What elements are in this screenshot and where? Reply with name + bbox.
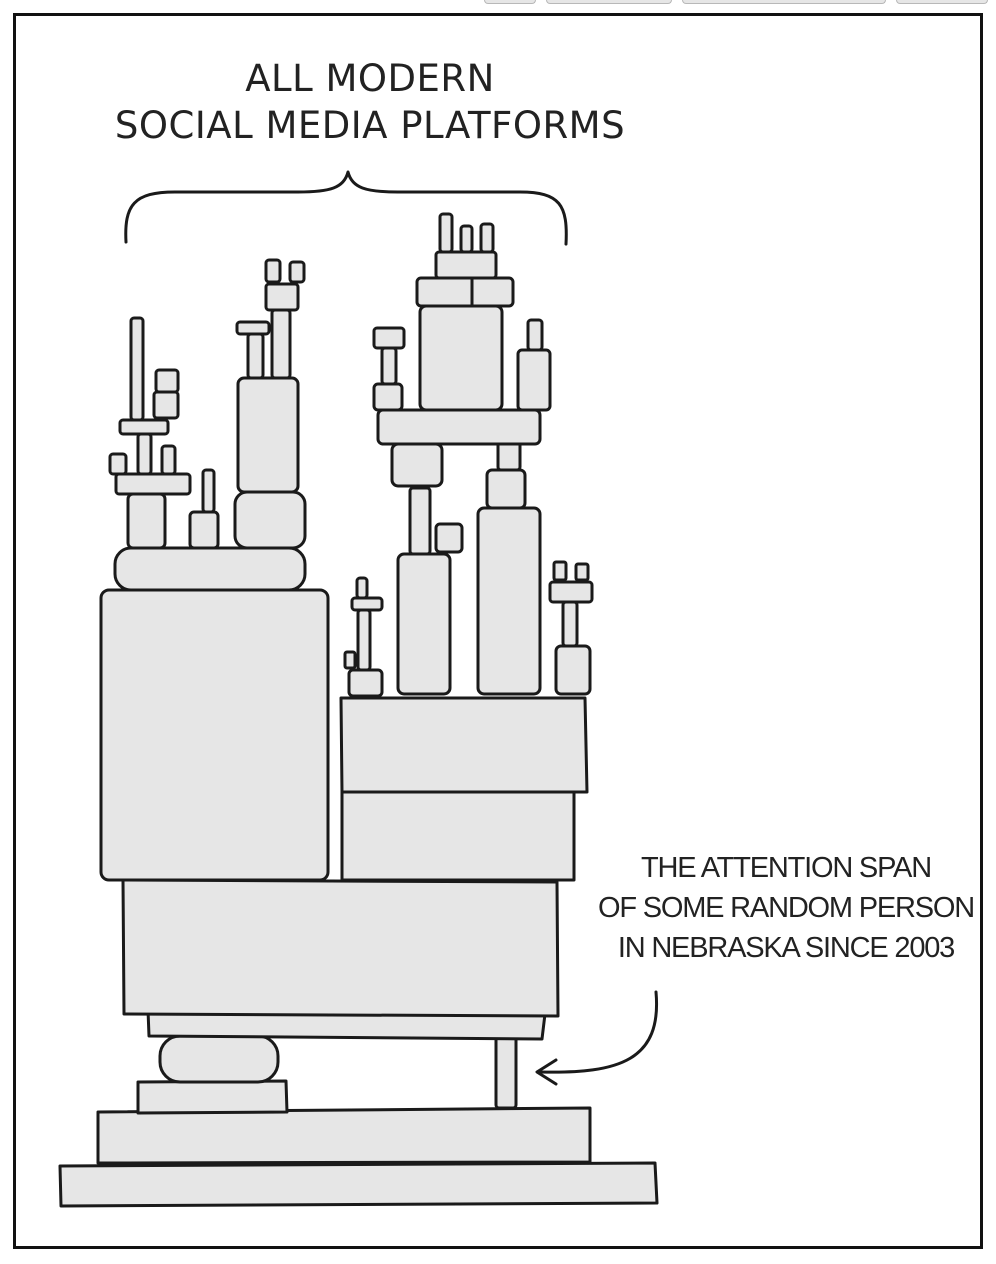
annotation: THE ATTENTION SPAN OF SOME RANDOM PERSON… xyxy=(588,848,984,968)
annotation-line1: THE ATTENTION SPAN xyxy=(641,852,932,884)
annotation-line3: IN NEBRASKA SINCE 2003 xyxy=(617,932,955,964)
small-stick xyxy=(129,316,145,422)
small-block xyxy=(188,510,220,550)
small-block xyxy=(154,368,180,394)
small-stick xyxy=(136,432,153,476)
small-block xyxy=(372,382,404,412)
small-stick xyxy=(356,608,372,672)
small-plate xyxy=(415,276,515,308)
small-block xyxy=(554,644,592,696)
small-block xyxy=(288,260,306,284)
round-slab-left xyxy=(113,546,307,592)
small-plate xyxy=(434,250,498,280)
small-block xyxy=(372,326,406,350)
small-plate xyxy=(548,580,594,604)
small-stick xyxy=(479,222,495,254)
base-step-left xyxy=(136,1079,289,1115)
attention-span-stick xyxy=(494,1034,518,1110)
small-block xyxy=(108,452,128,476)
small-stick xyxy=(380,346,398,386)
small-stick xyxy=(201,468,216,514)
small-stick xyxy=(438,212,454,254)
tall-block xyxy=(236,376,300,494)
block-right-lower xyxy=(340,790,576,882)
small-block xyxy=(126,492,167,550)
small-block xyxy=(516,348,552,412)
big-block-lower xyxy=(121,878,560,1018)
small-block xyxy=(574,562,590,582)
round-cushion xyxy=(158,1034,280,1084)
tall-block xyxy=(476,506,542,696)
small-block xyxy=(264,282,300,312)
small-stick xyxy=(270,308,292,380)
block-right-upper xyxy=(339,696,589,794)
tall-block xyxy=(396,552,452,696)
small-stick xyxy=(246,332,265,380)
top-label: ALL MODERN SOCIAL MEDIA PLATFORMS xyxy=(20,55,720,149)
cylinder-block xyxy=(233,490,307,550)
small-stick xyxy=(160,444,177,476)
small-block xyxy=(343,650,357,670)
base-slab-bottom xyxy=(58,1161,659,1208)
small-block xyxy=(264,258,282,284)
base-slab-2 xyxy=(96,1106,592,1165)
small-block xyxy=(347,668,384,698)
small-plate xyxy=(235,320,271,336)
small-stick xyxy=(459,224,474,254)
small-stick xyxy=(561,600,579,648)
small-block xyxy=(485,468,527,510)
small-block xyxy=(552,560,568,582)
small-plate xyxy=(114,472,192,496)
annotation-line2: OF SOME RANDOM PERSON xyxy=(598,892,975,924)
small-stick xyxy=(496,440,522,472)
small-block xyxy=(434,522,464,554)
small-stick xyxy=(355,576,369,600)
plate xyxy=(376,408,542,446)
curved-arrow xyxy=(538,990,659,1074)
small-plate xyxy=(118,418,170,436)
small-stick xyxy=(526,318,544,352)
big-block-left xyxy=(99,588,330,882)
small-stick xyxy=(408,486,432,556)
small-block xyxy=(152,390,180,420)
top-label-line2: SOCIAL MEDIA PLATFORMS xyxy=(114,104,626,147)
small-block xyxy=(390,442,444,488)
box-block xyxy=(418,304,504,412)
small-plate xyxy=(350,596,384,612)
top-label-line1: ALL MODERN xyxy=(245,57,495,100)
curly-brace xyxy=(124,170,568,246)
